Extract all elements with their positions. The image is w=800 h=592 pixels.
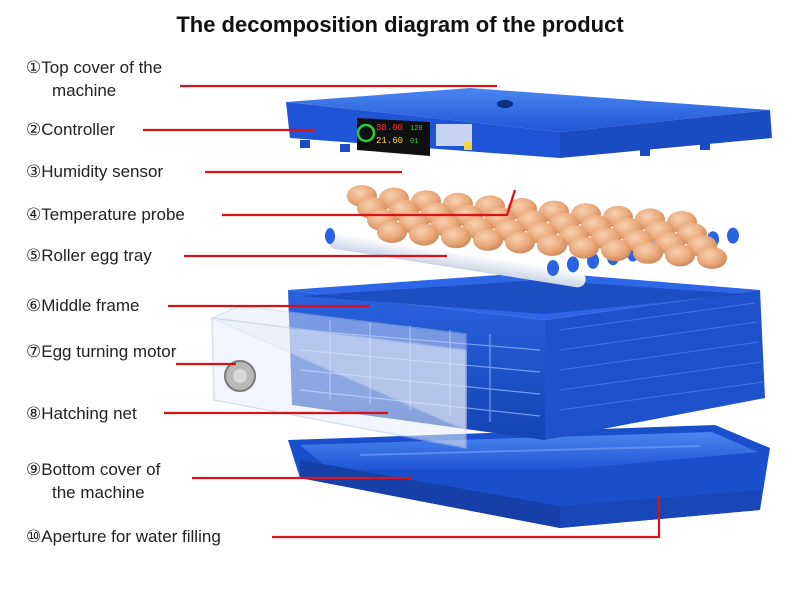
leader-line-temperature-probe: [222, 189, 517, 217]
bottom-cover: [288, 425, 770, 528]
egg: [537, 234, 567, 256]
label-top-cover: ①Top cover of the machine: [26, 58, 163, 100]
leader-line-water-aperture: [272, 495, 661, 539]
display-humidity: 21.60: [376, 136, 403, 146]
egg: [377, 221, 407, 243]
eggs: [347, 185, 727, 269]
egg: [409, 223, 439, 246]
egg: [569, 236, 599, 259]
label-water-aperture: ⑩Aperture for water filling: [26, 527, 221, 546]
display-small-1: 120: [410, 125, 423, 133]
egg: [633, 241, 663, 264]
diagram-title: The decomposition diagram of the product: [176, 12, 624, 37]
controller-display: 38.00 21.60 120 01: [356, 118, 472, 156]
leader-lines: [143, 84, 661, 539]
egg: [697, 247, 727, 269]
egg: [665, 244, 695, 267]
label-roller-egg-tray: ⑤Roller egg tray: [26, 246, 152, 265]
label-egg-turning-motor: ⑦Egg turning motor: [26, 342, 177, 361]
label-middle-frame: ⑥Middle frame: [26, 296, 140, 315]
egg: [473, 228, 503, 251]
display-temperature: 38.00: [376, 123, 403, 133]
roller-end: [547, 260, 559, 276]
label-controller: ②Controller: [26, 120, 115, 139]
label-humidity-sensor: ③Humidity sensor: [26, 162, 164, 181]
egg: [441, 226, 471, 249]
display-small-2: 01: [410, 138, 418, 146]
egg: [505, 231, 535, 254]
label-hatching-net: ⑧Hatching net: [26, 404, 137, 423]
label-temperature-probe: ④Temperature probe: [26, 205, 185, 224]
egg: [601, 239, 631, 262]
roller-end: [567, 256, 579, 273]
motor-box: [210, 305, 467, 449]
roller-end: [325, 228, 335, 244]
roller-end: [727, 227, 739, 244]
label-bottom-cover: ⑨Bottom cover of the machine: [26, 460, 161, 502]
